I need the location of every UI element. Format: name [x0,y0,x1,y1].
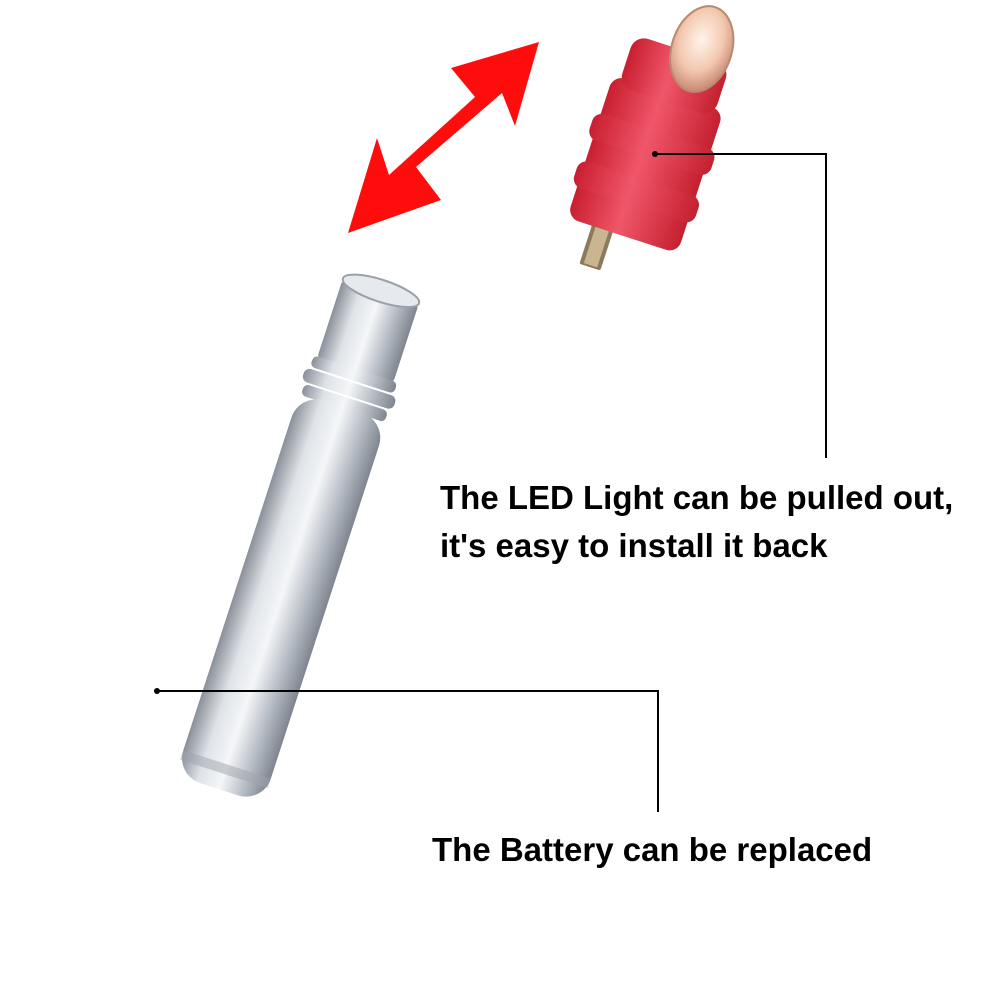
led-light [570,5,735,271]
battery-caption: The Battery can be replaced [432,831,873,868]
led-caption-line-2: it's easy to install it back [440,527,828,564]
led-caption: The LED Light can be pulled out, it's ea… [440,474,953,570]
led-caption-line-1: The LED Light can be pulled out, [440,479,954,516]
battery-cell [180,273,421,797]
battery-leader-line [154,688,659,812]
double-headed-arrow-icon [348,42,539,233]
led-leader-line [652,151,827,458]
